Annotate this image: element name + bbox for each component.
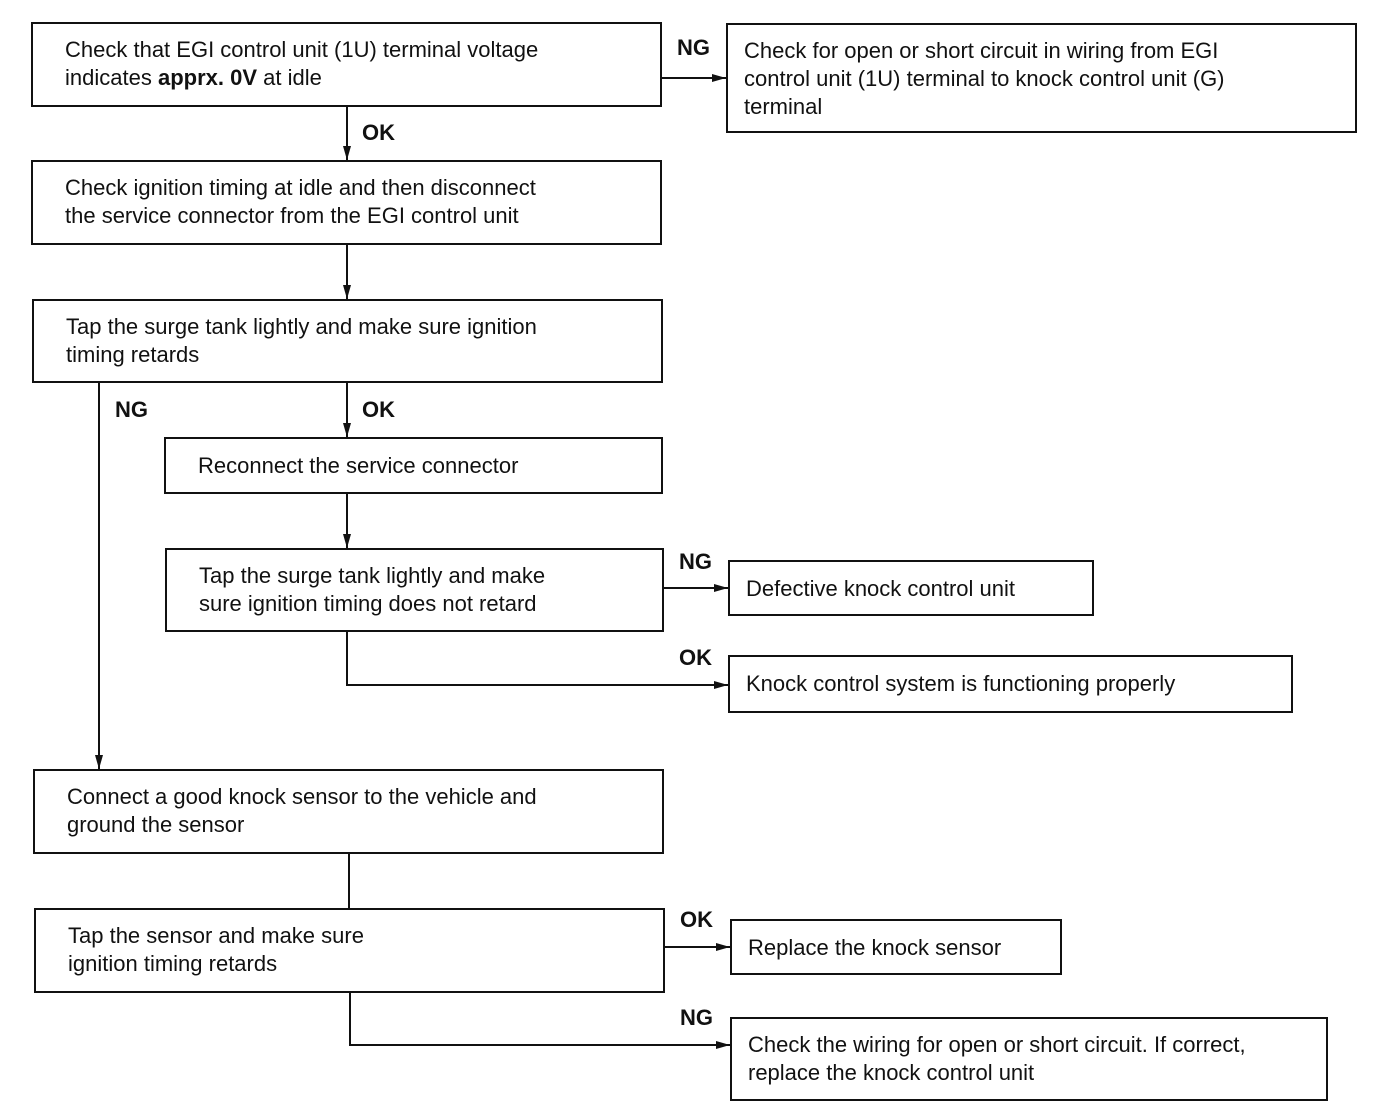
step-check-egi-voltage-text: Check that EGI control unit (1U) termina… xyxy=(65,37,539,90)
label-ok-b1: OK xyxy=(362,120,395,145)
step-reconnect-service-connector-text: Reconnect the service connector xyxy=(198,453,519,478)
arrow-b7-ng xyxy=(349,992,730,1049)
result-check-wiring-egi-to-knock-text: Check for open or short circuit in wirin… xyxy=(744,38,1225,119)
step-tap-sensor-retard: Tap the sensor and make sure ignition ti… xyxy=(34,908,665,993)
result-system-functioning: Knock control system is functioning prop… xyxy=(728,655,1293,713)
step-tap-sensor-retard-text: Tap the sensor and make sure ignition ti… xyxy=(68,923,364,976)
step-check-ignition-timing-text: Check ignition timing at idle and then d… xyxy=(65,175,536,228)
result-check-wiring-replace-unit: Check the wiring for open or short circu… xyxy=(730,1017,1328,1101)
label-ng-b3: NG xyxy=(115,397,148,422)
result-defective-knock-control-unit: Defective knock control unit xyxy=(728,560,1094,616)
label-ok-b7: OK xyxy=(680,907,713,932)
step-connect-good-knock-sensor-text: Connect a good knock sensor to the vehic… xyxy=(67,784,537,837)
label-ng-b1: NG xyxy=(677,35,710,60)
step-reconnect-service-connector: Reconnect the service connector xyxy=(164,437,663,494)
step-tap-surge-tank-no-retard: Tap the surge tank lightly and make sure… xyxy=(165,548,664,632)
step-tap-surge-tank-no-retard-text: Tap the surge tank lightly and make sure… xyxy=(199,563,546,616)
label-ok-b5: OK xyxy=(679,645,712,670)
result-defective-knock-control-unit-text: Defective knock control unit xyxy=(746,576,1016,601)
label-ng-b7: NG xyxy=(680,1005,713,1030)
result-check-wiring-replace-unit-text: Check the wiring for open or short circu… xyxy=(748,1032,1246,1085)
step-connect-good-knock-sensor: Connect a good knock sensor to the vehic… xyxy=(33,769,664,854)
step-tap-surge-tank-retard-text: Tap the surge tank lightly and make sure… xyxy=(66,314,537,367)
step-check-egi-voltage: Check that EGI control unit (1U) termina… xyxy=(31,22,662,107)
step-check-ignition-timing: Check ignition timing at idle and then d… xyxy=(31,160,662,245)
step-tap-surge-tank-retard: Tap the surge tank lightly and make sure… xyxy=(32,299,663,383)
result-check-wiring-egi-to-knock: Check for open or short circuit in wirin… xyxy=(726,23,1357,133)
result-replace-knock-sensor-text: Replace the knock sensor xyxy=(748,935,1002,960)
result-system-functioning-text: Knock control system is functioning prop… xyxy=(746,671,1176,696)
result-replace-knock-sensor: Replace the knock sensor xyxy=(730,919,1062,975)
arrow-b5-ok xyxy=(346,631,728,689)
step-check-egi-voltage-text-end: at idle xyxy=(257,65,322,90)
label-ng-b5: NG xyxy=(679,549,712,574)
label-ok-b3: OK xyxy=(362,397,395,422)
step-check-egi-voltage-bold: apprx. 0V xyxy=(157,65,257,90)
